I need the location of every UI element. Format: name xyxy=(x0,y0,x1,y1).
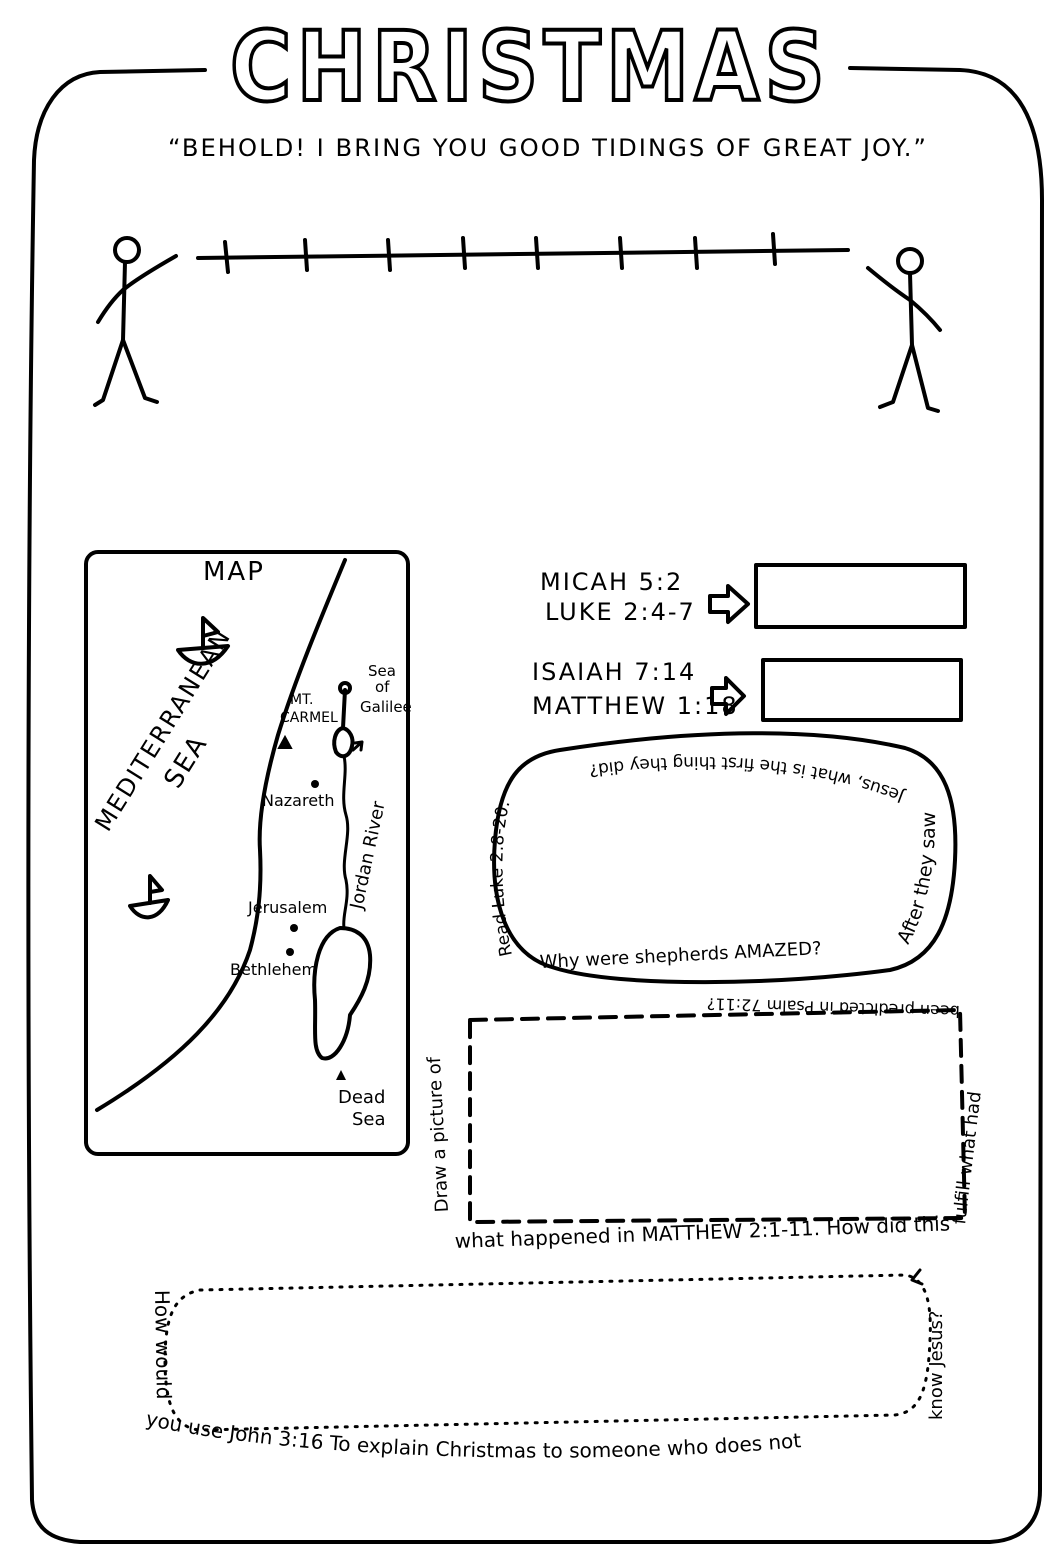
stick-figure-left-icon xyxy=(93,236,178,407)
john-answer-area[interactable] xyxy=(163,1273,932,1432)
svg-text:Draw a picture of: Draw a picture of xyxy=(424,1056,453,1213)
dead-sea-label-2: Sea xyxy=(352,1109,386,1130)
svg-text:know Jesus?: know Jesus? xyxy=(926,1311,947,1421)
magi-text-left: Draw a picture of xyxy=(424,1056,453,1213)
shepherds-answer-area[interactable] xyxy=(492,731,958,985)
map: MAP MEDITERRANEAN SEA MT. CARMEL Sea of xyxy=(84,550,412,1156)
dead-sea xyxy=(312,926,373,1061)
dead-sea-label-1: Dead xyxy=(338,1087,385,1108)
carmel-label-2: CARMEL xyxy=(280,710,338,726)
shepherds-text-right: After they saw xyxy=(893,812,940,948)
mediterranean-label: MEDITERRANEAN xyxy=(89,623,237,836)
shepherds-text-bottom: Why were shepherds AMAZED? xyxy=(539,938,822,973)
shepherds-text-top: Jesus, what is the first thing they did? xyxy=(588,752,908,806)
svg-text:Read Luke 2:8-20.: Read Luke 2:8-20. xyxy=(487,799,516,959)
reference-line: MICAH 5:2 xyxy=(540,568,683,596)
nazareth-label: Nazareth xyxy=(262,791,334,810)
reference-line: LUKE 2:4-7 xyxy=(545,598,696,626)
timeline xyxy=(196,232,850,274)
magi-drawing-area[interactable] xyxy=(468,1008,967,1224)
coastline xyxy=(95,558,347,1112)
magi-text-top: been predicted in Psalm 72:11? xyxy=(707,994,961,1021)
answer-box[interactable] xyxy=(761,658,963,722)
john-prompt: How would you use John 3:16 To explain C… xyxy=(144,1268,947,1463)
boat-icon xyxy=(176,616,230,666)
stick-figure-right-icon xyxy=(866,247,942,413)
page-title: CHRISTMAS xyxy=(230,11,830,123)
john-text-bottom: you use John 3:16 To explain Christmas t… xyxy=(144,1406,802,1462)
john-text-right: know Jesus? xyxy=(926,1311,947,1421)
sea-of-galilee xyxy=(332,688,355,759)
map-heading: MAP xyxy=(203,557,265,587)
reference-line: ISAIAH 7:14 xyxy=(532,658,696,686)
galilee-label-3: Galilee xyxy=(360,698,412,716)
magi-prompt: Draw a picture of what happened in MATTH… xyxy=(424,994,986,1253)
shepherds-text-left: Read Luke 2:8-20. xyxy=(487,799,516,959)
magi-text-bottom: what happened in MATTHEW 2:1-11. How did… xyxy=(454,1211,950,1253)
svg-text:you use John 3:16 To explain C: you use John 3:16 To explain Christmas t… xyxy=(144,1406,802,1462)
map-frame xyxy=(84,550,410,1156)
galilee-label-2: of xyxy=(375,678,390,696)
svg-text:Why were shepherds AMAZED?: Why were shepherds AMAZED? xyxy=(539,938,822,973)
bethlehem-label: Bethlehem xyxy=(230,960,317,979)
magi-text-right: fulfill what had xyxy=(949,1090,986,1225)
jerusalem-dot xyxy=(290,924,298,932)
john-text-left: How would xyxy=(150,1290,176,1400)
arrow-right-icon xyxy=(708,584,750,624)
reference-row: ISAIAH 7:14 MATTHEW 1:18 xyxy=(532,658,963,722)
reference-line: MATTHEW 1:18 xyxy=(532,692,739,720)
shepherds-prompt: Read Luke 2:8-20. Why were shepherds AMA… xyxy=(487,731,958,985)
quote: “BEHOLD! I BRING YOU GOOD TIDINGS OF GRE… xyxy=(168,134,928,162)
page-border xyxy=(26,66,1044,1544)
svg-text:fulfill what had: fulfill what had xyxy=(949,1090,986,1225)
svg-text:How would: How would xyxy=(150,1290,176,1400)
dead-sea-marker-icon xyxy=(336,1070,346,1080)
reference-row: MICAH 5:2 LUKE 2:4-7 xyxy=(540,563,967,629)
jordan-river xyxy=(342,754,350,930)
mountain-icon xyxy=(277,734,293,749)
bethlehem-dot xyxy=(286,948,294,956)
svg-text:what happened in MATTHEW 2:1-1: what happened in MATTHEW 2:1-11. How did… xyxy=(454,1211,950,1253)
jordan-label: Jordan River xyxy=(346,799,390,912)
galilee-label-1: Sea xyxy=(368,662,396,680)
arrow-up-icon xyxy=(910,1268,924,1286)
svg-text:been predicted in Psalm 72:11?: been predicted in Psalm 72:11? xyxy=(707,994,961,1021)
svg-text:Jesus, what is the first thing: Jesus, what is the first thing they did? xyxy=(588,752,908,806)
jerusalem-label: Jerusalem xyxy=(247,898,327,917)
boat-icon xyxy=(128,874,170,920)
svg-text:After they saw: After they saw xyxy=(893,812,940,948)
carmel-label-1: MT. xyxy=(290,692,313,708)
arrow-right-icon xyxy=(710,676,746,716)
answer-box[interactable] xyxy=(754,563,967,629)
nazareth-dot xyxy=(311,780,319,788)
